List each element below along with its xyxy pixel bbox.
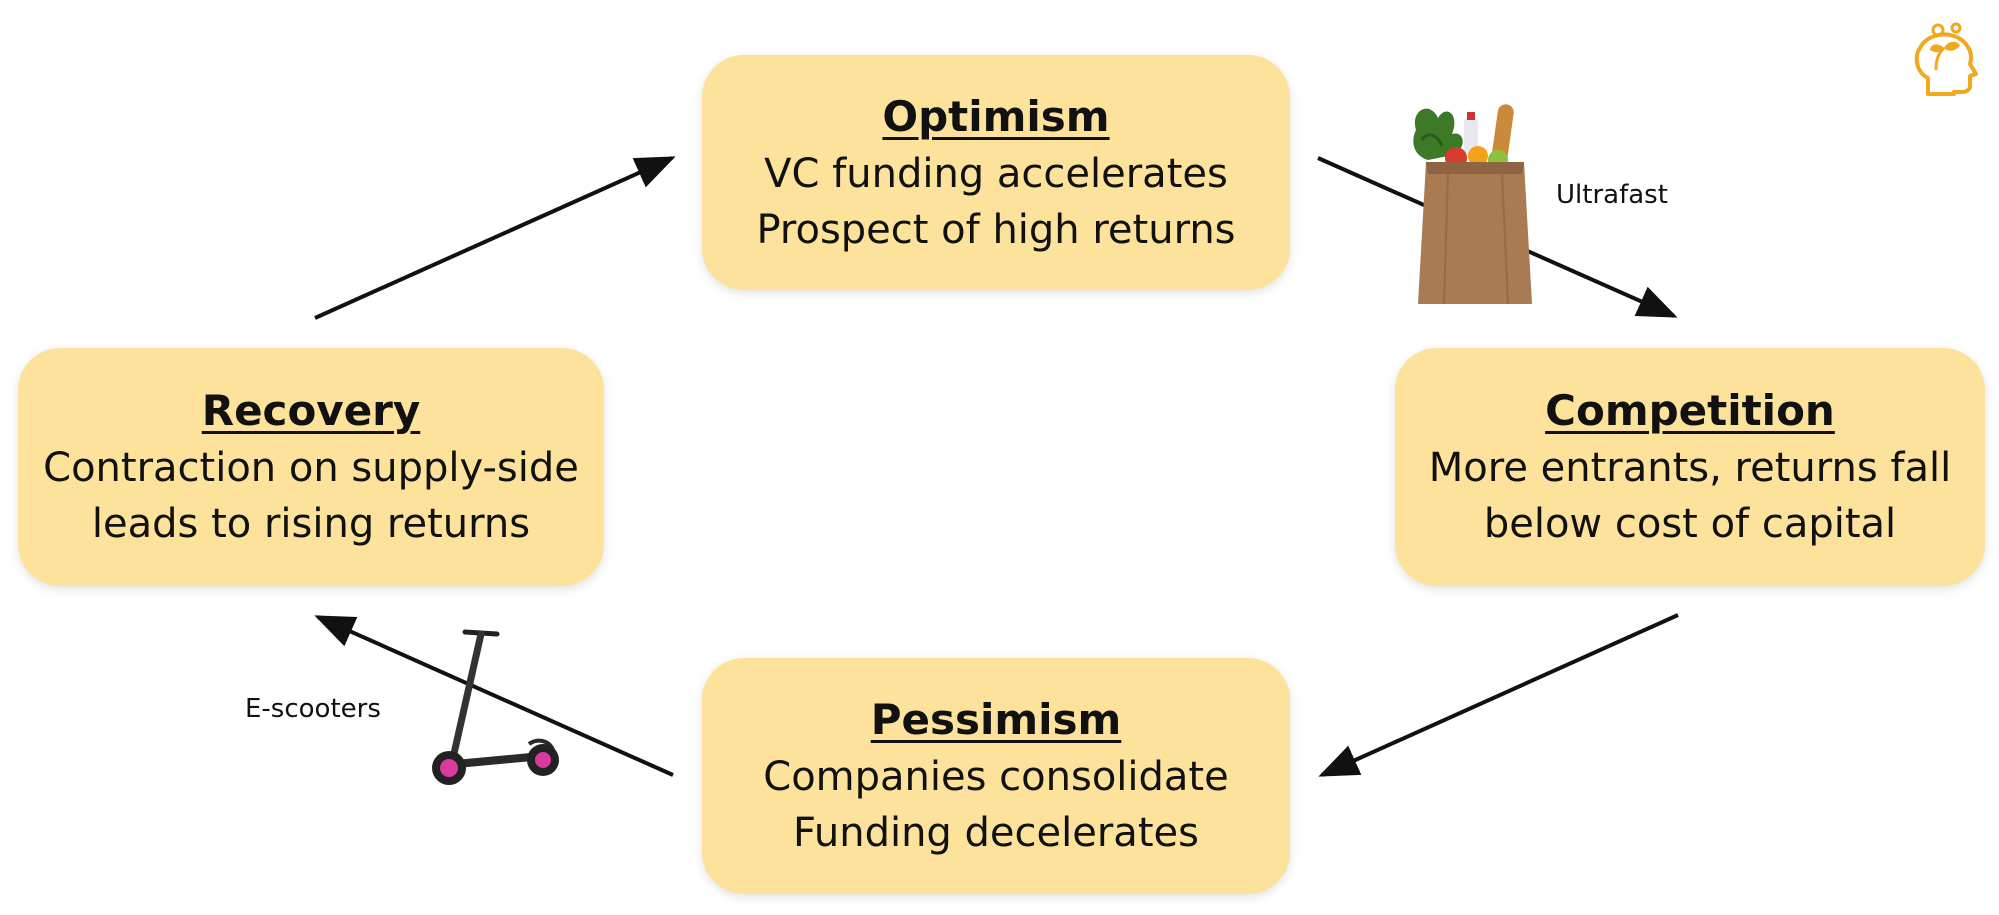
- stage-competition: Competition More entrants, returns fall …: [1395, 348, 1985, 586]
- stage-pessimism: Pessimism Companies consolidate Funding …: [702, 658, 1290, 894]
- arrow-pessimism-to-recovery: [314, 615, 674, 777]
- e-scooter-icon: [432, 629, 559, 785]
- stage-description-line: Funding decelerates: [793, 810, 1199, 856]
- grocery-bag-icon: [1413, 104, 1532, 305]
- stage-title: Competition: [1545, 386, 1835, 435]
- arrow-competition-to-pessimism: [1318, 613, 1679, 777]
- stage-description-line: Prospect of high returns: [756, 206, 1236, 253]
- stage-description-line: Companies consolidate: [763, 754, 1229, 800]
- stage-title: Pessimism: [870, 695, 1122, 744]
- stage-description-line: below cost of capital: [1483, 501, 1897, 547]
- stage-title: Optimism: [882, 91, 1110, 141]
- annotation-escooters: E-scooters: [245, 694, 381, 724]
- stage-description-line: leads to rising returns: [91, 501, 531, 547]
- head-with-plant-logo: [1914, 22, 1978, 96]
- stage-optimism: Optimism VC funding accelerates Prospect…: [702, 55, 1290, 290]
- annotation-ultrafast: Ultrafast: [1556, 180, 1668, 210]
- stage-description-line: VC funding accelerates: [764, 150, 1228, 197]
- arrow-recovery-to-optimism: [314, 156, 676, 320]
- stage-description-line: Contraction on supply-side: [43, 445, 579, 491]
- stage-recovery: Recovery Contraction on supply-side lead…: [18, 348, 604, 586]
- stage-title: Recovery: [201, 386, 421, 435]
- stage-description-line: More entrants, returns fall: [1428, 445, 1952, 491]
